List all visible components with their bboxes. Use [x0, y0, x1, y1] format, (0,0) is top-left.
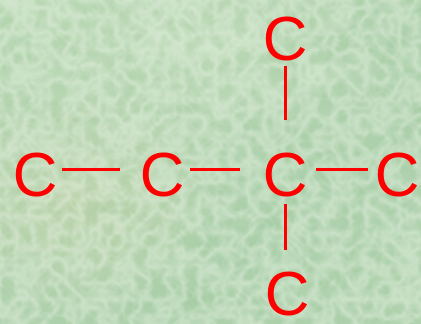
bond-top-to-center — [284, 66, 287, 120]
atom-center-carbon: C — [262, 141, 308, 210]
atom-left-center-carbon: C — [139, 141, 185, 210]
bond-center-to-bottom — [284, 204, 287, 250]
bond-left-to-left-center — [62, 168, 120, 171]
atom-left-carbon: C — [12, 141, 58, 210]
bond-center-to-right — [316, 168, 368, 171]
atom-bottom-carbon: C — [264, 260, 310, 324]
atom-right-carbon: C — [374, 141, 420, 210]
bond-left-center-to-center — [190, 168, 240, 171]
atom-top-carbon: C — [262, 5, 308, 74]
